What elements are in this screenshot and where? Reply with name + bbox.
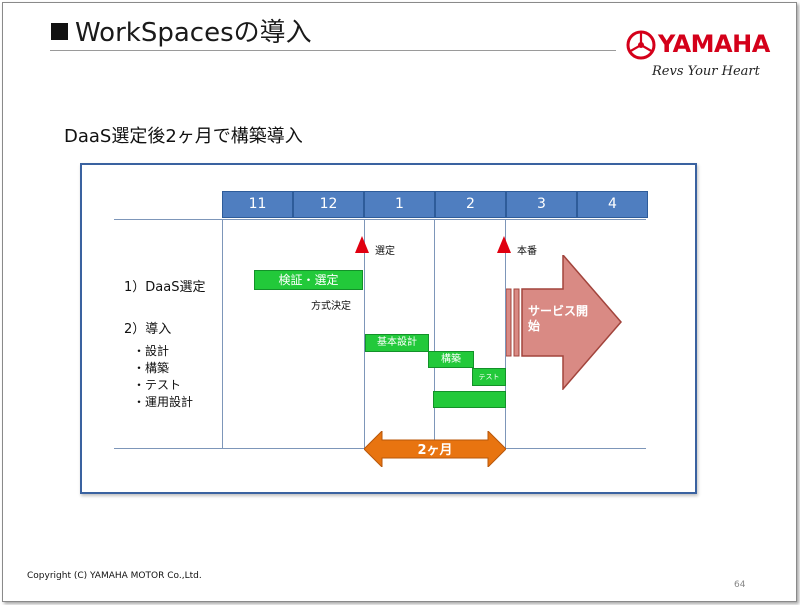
month-header-cell: 12 — [293, 191, 364, 218]
title-divider — [50, 50, 616, 51]
production-marker-label: 本番 — [517, 246, 537, 257]
month-header-cell: 4 — [577, 191, 648, 218]
service-start-label: サービス開始 — [528, 304, 589, 333]
section-label-deployment: 2）導入 — [124, 322, 172, 337]
slide-title: WorkSpacesの導入 — [51, 12, 312, 49]
month-header-cell: 2 — [435, 191, 506, 218]
section-label-selection: 1）DaaS選定 — [124, 280, 206, 295]
duration-double-arrow-icon — [364, 431, 506, 467]
grid-line-top — [114, 219, 646, 220]
method-decision-note: 方式決定 — [311, 301, 351, 312]
month-header-cell: 1 — [364, 191, 435, 218]
copyright-text: Copyright (C) YAMAHA MOTOR Co.,Ltd. — [27, 571, 202, 581]
month-header-cell: 3 — [506, 191, 577, 218]
grid-line-vertical — [222, 219, 223, 448]
selection-marker-icon — [355, 236, 369, 253]
bar-ops-design — [433, 391, 506, 408]
yamaha-logo: YAMAHA Revs Your Heart — [624, 30, 774, 82]
task-label-design: ・設計 — [133, 344, 170, 358]
month-header-cell: 11 — [222, 191, 293, 218]
grid-line-vertical — [434, 219, 435, 448]
logo-tagline: Revs Your Heart — [652, 64, 760, 79]
bar-basic-design: 基本設計 — [365, 334, 429, 352]
service-start-arrow-icon — [506, 255, 622, 390]
selection-marker-label: 選定 — [375, 246, 395, 257]
slide-title-text: WorkSpacesの導入 — [75, 18, 312, 48]
slide-subtitle: DaaS選定後2ヶ月で構築導入 — [64, 126, 303, 147]
logo-wordmark: YAMAHA — [658, 30, 770, 58]
task-label-test: ・テスト — [133, 378, 182, 392]
task-label-ops-design: ・運用設計 — [133, 395, 194, 409]
bar-test: テスト — [472, 368, 506, 386]
page-number: 64 — [734, 580, 746, 590]
task-label-build: ・構築 — [133, 361, 170, 375]
production-marker-icon — [497, 236, 511, 253]
duration-label: 2ヶ月 — [417, 443, 453, 458]
bar-build: 構築 — [428, 351, 474, 368]
bar-verification-selection: 検証・選定 — [254, 270, 363, 290]
grid-line-vertical — [364, 219, 365, 448]
square-bullet-icon — [51, 23, 68, 40]
tuning-fork-emblem-icon — [626, 30, 656, 60]
